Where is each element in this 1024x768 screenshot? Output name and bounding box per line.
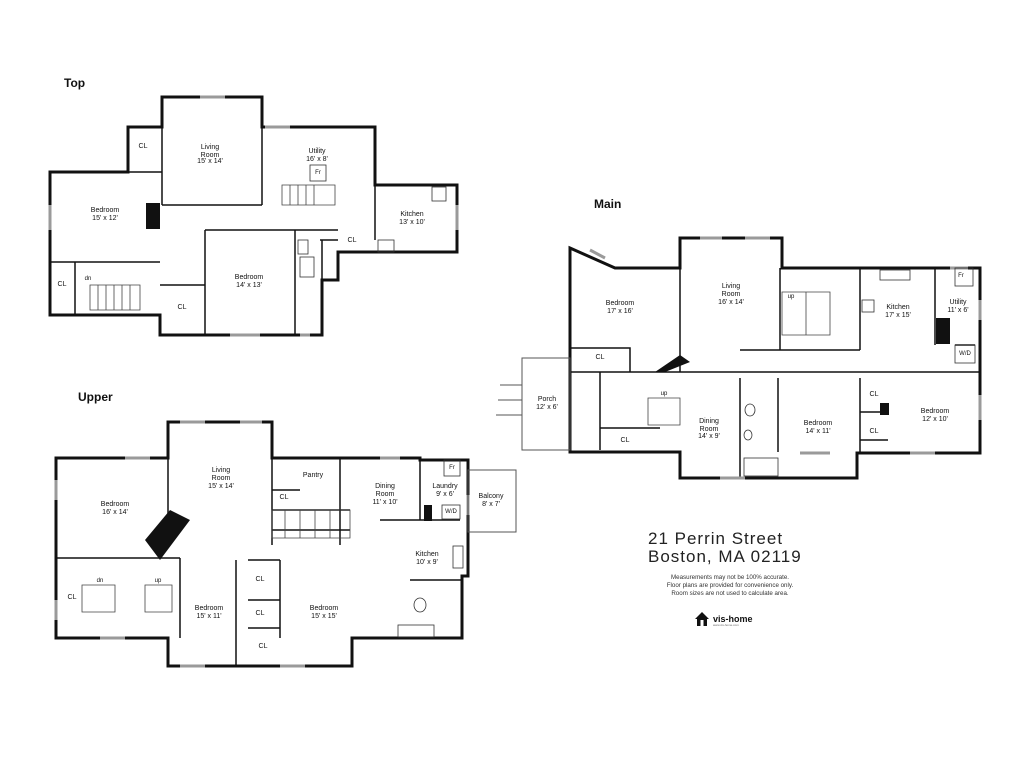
- main-bedroom3-size: 12' x 10': [922, 416, 948, 423]
- upper-living-room-name: Living Room: [211, 467, 231, 482]
- brand-name: vis-home: [713, 614, 753, 624]
- main-utility-name: Utility: [949, 299, 967, 306]
- main-living-room-name: Living Room: [721, 283, 741, 298]
- upper-laundry-name: Laundry: [432, 483, 458, 490]
- floor-title-main: Main: [594, 197, 622, 211]
- main-closet-3: CL: [869, 391, 879, 398]
- main-dining-room-name: Dining Room: [699, 418, 719, 433]
- address-line2: Boston, MA 02119: [648, 547, 802, 566]
- top-living-room-size: 15' x 14': [197, 158, 223, 165]
- upper-balcony-name: Balcony: [478, 493, 504, 500]
- top-fridge-label: Fr: [315, 170, 321, 176]
- upper-balcony-size: 8' x 7': [482, 501, 500, 508]
- upper-closet-3: CL: [255, 576, 265, 583]
- brand-logo: vis-home www.vis-home.com: [694, 611, 753, 627]
- upper-floor-outline: [54, 420, 470, 668]
- top-utility-size: 16' x 8': [306, 156, 328, 163]
- top-stairs-down-label: dn: [84, 276, 92, 282]
- top-closet-1: CL: [138, 143, 148, 150]
- disclaimer: Measurements may not be 100% accurate. F…: [640, 574, 820, 598]
- top-bedroom2-name: Bedroom: [234, 274, 264, 281]
- main-bedroom2-size: 14' x 11': [805, 428, 831, 435]
- upper-stairs-down-label: dn: [96, 578, 104, 584]
- main-closet-4: CL: [869, 428, 879, 435]
- upper-bedroom1-name: Bedroom: [100, 501, 130, 508]
- upper-closet-2: CL: [67, 594, 77, 601]
- upper-laundry-size: 9' x 6': [436, 491, 454, 498]
- top-bedroom1-size: 15' x 12': [92, 215, 118, 222]
- main-closet-1: CL: [595, 354, 605, 361]
- disclaimer-line1: Measurements may not be 100% accurate.: [671, 574, 789, 581]
- main-washer-dryer-label: W/D: [959, 351, 971, 357]
- upper-kitchen-size: 10' x 9': [416, 559, 438, 566]
- disclaimer-line3: Room sizes are not used to calculate are…: [671, 590, 789, 597]
- main-kitchen-size: 17' x 15': [885, 312, 911, 319]
- top-kitchen-size: 13' x 10': [399, 219, 425, 226]
- main-floor-outline: [568, 236, 982, 480]
- upper-fridge-label: Fr: [449, 465, 455, 471]
- upper-bedroom2-name: Bedroom: [194, 605, 224, 612]
- main-porch-size: 12' x 6': [536, 404, 558, 411]
- main-bedroom2-name: Bedroom: [803, 420, 833, 427]
- top-utility-name: Utility: [308, 148, 326, 155]
- main-utility-size: 11' x 6': [947, 307, 969, 314]
- main-bedroom3-name: Bedroom: [920, 408, 950, 415]
- main-living-room-size: 16' x 14': [718, 299, 744, 306]
- upper-closet-4: CL: [255, 610, 265, 617]
- upper-washer-dryer-label: W/D: [445, 509, 457, 515]
- property-address: 21 Perrin Street Boston, MA 02119: [648, 530, 808, 566]
- top-closet-3: CL: [57, 281, 67, 288]
- floor-title-upper: Upper: [78, 390, 113, 404]
- floor-title-top: Top: [64, 76, 86, 90]
- top-bedroom1-name: Bedroom: [90, 207, 120, 214]
- upper-closet-1: CL: [279, 494, 289, 501]
- top-bedroom2-size: 14' x 13': [236, 282, 262, 289]
- main-fridge-label: Fr: [958, 273, 964, 279]
- upper-dining-room-name: Dining Room: [375, 483, 395, 498]
- house-icon: [695, 612, 709, 626]
- upper-dining-room-size: 11' x 10': [372, 499, 398, 506]
- brand-tagline: www.vis-home.com: [713, 623, 739, 627]
- upper-bedroom3-size: 15' x 15': [311, 613, 337, 620]
- address-line1: 21 Perrin Street: [648, 529, 784, 548]
- top-living-room-name: Living Room: [200, 144, 220, 159]
- upper-bedroom1-size: 16' x 14': [102, 509, 128, 516]
- upper-closet-5: CL: [258, 643, 268, 650]
- main-stairs-up-label-2: up: [660, 391, 668, 397]
- top-kitchen-name: Kitchen: [400, 211, 424, 218]
- main-stairs-up-label: up: [787, 294, 795, 300]
- upper-pantry-name: Pantry: [302, 472, 324, 479]
- upper-living-room-size: 15' x 14': [208, 483, 234, 490]
- upper-bedroom3-name: Bedroom: [309, 605, 339, 612]
- main-closet-2: CL: [620, 437, 630, 444]
- upper-stairs-up-label: up: [154, 578, 162, 584]
- upper-kitchen-name: Kitchen: [415, 551, 439, 558]
- top-closet-2: CL: [347, 237, 357, 244]
- top-closet-4: CL: [177, 304, 187, 311]
- main-bedroom1-name: Bedroom: [605, 300, 635, 307]
- disclaimer-line2: Floor plans are provided for convenience…: [666, 582, 794, 589]
- main-porch-name: Porch: [537, 396, 557, 403]
- main-kitchen-name: Kitchen: [886, 304, 910, 311]
- upper-bedroom2-size: 15' x 11': [196, 613, 222, 620]
- main-dining-room-size: 14' x 9': [698, 433, 720, 440]
- main-bedroom1-size: 17' x 16': [607, 308, 633, 315]
